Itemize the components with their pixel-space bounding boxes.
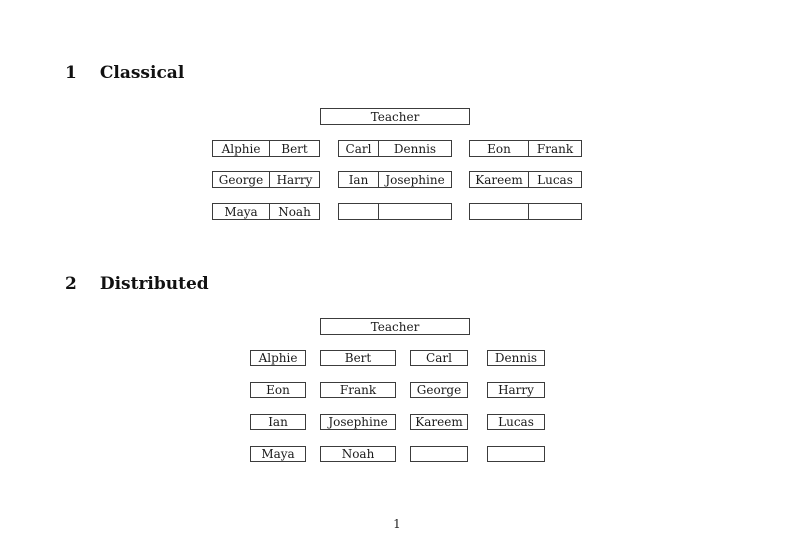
desk-single: Lucas <box>487 414 545 430</box>
desk-single: Maya <box>250 446 306 462</box>
section-title: Distributed <box>99 274 209 294</box>
desk-single: Noah <box>320 446 396 462</box>
teacher-box: Teacher <box>320 108 470 125</box>
desk-pair-empty <box>469 203 582 220</box>
desk-cell: Carl <box>339 141 379 156</box>
desk-single: Harry <box>487 382 545 398</box>
desk-pair-empty <box>338 203 452 220</box>
desk-cell: Josephine <box>385 172 445 187</box>
desk-cell: Bert <box>281 141 308 156</box>
desk-single: Carl <box>410 350 468 366</box>
teacher-box: Teacher <box>320 318 470 335</box>
desk-cell <box>379 204 451 219</box>
desk-single: Frank <box>320 382 396 398</box>
desk-single: Dennis <box>487 350 545 366</box>
desk-cell: George <box>213 172 270 187</box>
desk-single: Alphie <box>250 350 306 366</box>
desk-single: Josephine <box>320 414 396 430</box>
desk-cell: Harry <box>276 172 313 187</box>
desk-cell: Noah <box>278 204 311 219</box>
desk-pair: Carl Dennis <box>338 140 452 157</box>
desk-single: Kareem <box>410 414 468 430</box>
section-heading-classical: 1 Classical <box>65 63 184 83</box>
page-number: 1 <box>393 517 401 531</box>
desk-single: Bert <box>320 350 396 366</box>
desk-cell: Dennis <box>393 141 437 156</box>
section-title: Classical <box>99 63 185 83</box>
desk-single: Eon <box>250 382 306 398</box>
desk-cell: Kareem <box>470 172 529 187</box>
desk-pair: Alphie Bert <box>212 140 320 157</box>
desk-single: Ian <box>250 414 306 430</box>
desk-cell <box>339 204 379 219</box>
desk-cell <box>470 204 529 219</box>
section-number: 2 <box>65 274 77 294</box>
teacher-label: Teacher <box>370 109 420 124</box>
section-number: 1 <box>65 63 77 83</box>
desk-pair: Maya Noah <box>212 203 320 220</box>
desk-cell: Maya <box>213 204 270 219</box>
desk-cell <box>529 204 581 219</box>
teacher-label: Teacher <box>370 319 420 334</box>
desk-pair: Kareem Lucas <box>469 171 582 188</box>
desk-single-empty <box>487 446 545 462</box>
desk-cell: Ian <box>339 172 379 187</box>
desk-pair: Eon Frank <box>469 140 582 157</box>
section-heading-distributed: 2 Distributed <box>65 274 209 294</box>
desk-cell: Lucas <box>537 172 573 187</box>
desk-cell: Alphie <box>213 141 270 156</box>
desk-pair: George Harry <box>212 171 320 188</box>
desk-cell: Eon <box>470 141 529 156</box>
desk-single: George <box>410 382 468 398</box>
desk-single-empty <box>410 446 468 462</box>
desk-pair: Ian Josephine <box>338 171 452 188</box>
desk-cell: Frank <box>536 141 574 156</box>
